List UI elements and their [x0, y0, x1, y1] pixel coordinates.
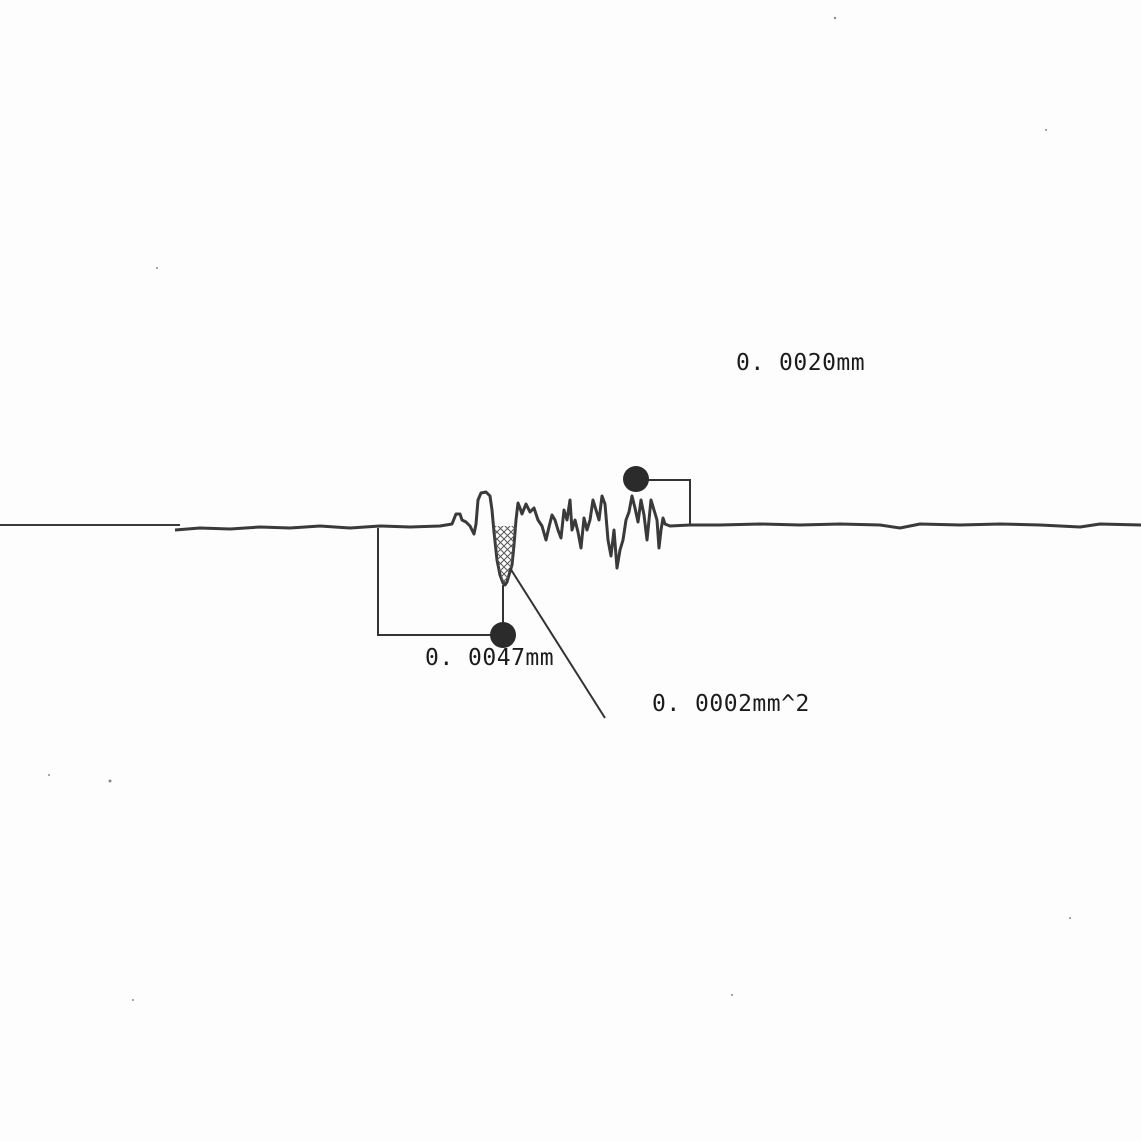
peak-marker	[623, 466, 649, 492]
valley-area-hatch	[494, 526, 516, 583]
peak-height-label: 0. 0020mm	[736, 350, 866, 376]
surface-profile-line	[174, 490, 1141, 587]
valley-marker	[490, 622, 516, 648]
peak-height-bracket	[636, 479, 691, 524]
scan-noise	[48, 16, 1071, 1001]
area-leader-line	[509, 567, 606, 719]
valley-area-label: 0. 0002mm^2	[652, 691, 810, 717]
valley-depth-bracket	[377, 528, 503, 636]
valley-depth-label: 0. 0047mm	[425, 645, 555, 671]
